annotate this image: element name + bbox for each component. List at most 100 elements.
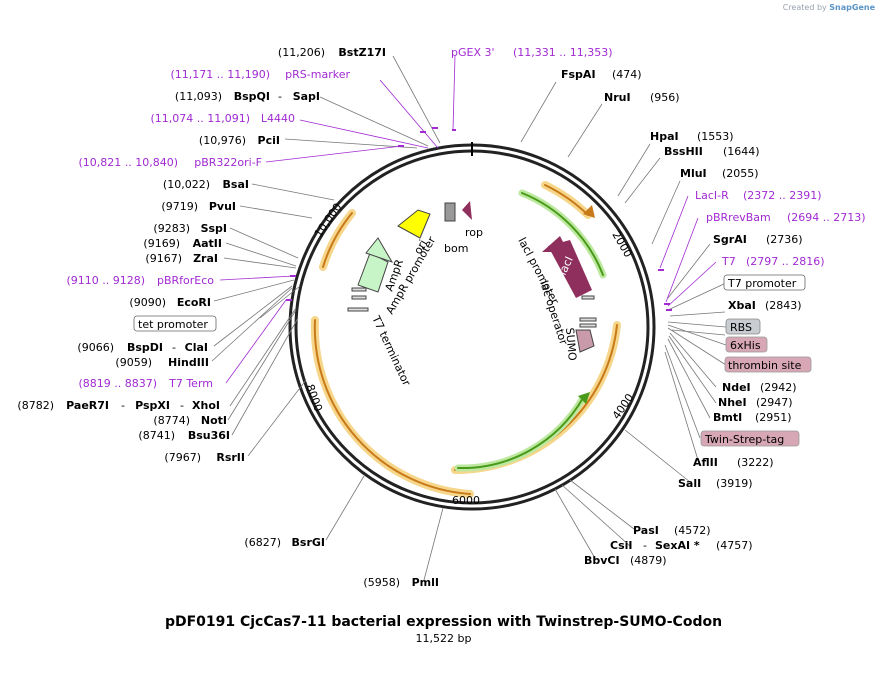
laci-arrowhead	[542, 236, 568, 252]
site-aflii: AflII	[693, 456, 718, 469]
site-bbvci-pos: (4879)	[630, 554, 667, 567]
backbone-outer	[288, 143, 656, 511]
primer-l4440-range: (11,074 .. 11,091)	[150, 112, 250, 125]
primer-t7: T7	[721, 255, 736, 268]
connectors-left	[211, 55, 444, 581]
primer-pbrforeco: pBRforEco	[157, 274, 214, 287]
site-zrai: ZraI	[193, 252, 218, 265]
sumo-label: SUMO	[563, 327, 579, 362]
sumo-arrow	[575, 329, 595, 353]
site-bspdi: BspDI	[127, 341, 163, 354]
feature-box-twin-strep	[700, 430, 800, 447]
site-nrui-pos: (956)	[650, 91, 680, 104]
site-paer7i: PaeR7I	[66, 399, 109, 412]
connectors-right	[520, 81, 726, 561]
site-mlui: MluI	[680, 167, 707, 180]
primer-l4440: L4440	[261, 112, 295, 125]
primer-pbrforeco-range: (9110 .. 9128)	[66, 274, 145, 287]
primer-connectors-left	[219, 55, 456, 384]
site-bsu36i-pos: (8741)	[138, 429, 175, 442]
site-xbai-pos: (2843)	[765, 299, 802, 312]
bom-box	[444, 202, 456, 222]
credit-text: Created by	[782, 3, 827, 12]
bom-label: bom	[444, 242, 468, 255]
site-bbvci: BbvCI	[584, 554, 620, 567]
site-hpai-pos: (1553)	[697, 130, 734, 143]
site-pasi: PasI	[633, 524, 659, 537]
ampr-arrow	[357, 252, 389, 293]
site-rsrii-pos: (7967)	[164, 451, 201, 464]
site-noti-pos: (8774)	[153, 414, 190, 427]
site-sgrai-pos: (2736)	[766, 233, 803, 246]
site-pvui: PvuI	[209, 200, 236, 213]
rop-arrow	[462, 201, 472, 220]
site-pmli-pos: (5958)	[363, 576, 400, 589]
site-zrai-pos: (9167)	[145, 252, 182, 265]
site-nrui: NruI	[604, 91, 631, 104]
site-pvui-pos: (9719)	[161, 200, 198, 213]
site-nhei: NheI	[718, 396, 747, 409]
feature-thrombin-site: thrombin site	[728, 359, 802, 372]
site-mlui-pos: (2055)	[722, 167, 759, 180]
site-aatii-pos: (9169)	[143, 237, 180, 250]
primer-pbr322ori: pBR322ori-F	[194, 156, 262, 169]
site-hindiii-pos: (9059)	[115, 356, 152, 369]
site-bsai: BsaI	[223, 178, 249, 191]
primer-prs-marker: pRS-marker	[285, 68, 350, 81]
site-csii: CsiI	[610, 539, 632, 552]
tick-label-6000: 6000	[452, 494, 480, 507]
left-labels: (11,206) BstZ17I (11,171 .. 11,190) pRS-…	[17, 46, 439, 589]
feature-box-thrombin-site	[724, 356, 812, 373]
site-bspqi: BspQI	[234, 90, 270, 103]
primer-t7term: T7 Term	[168, 377, 213, 390]
site-hpai: HpaI	[650, 130, 679, 143]
site-fspai-pos: (474)	[612, 68, 642, 81]
snapgene-logo: SnapGene	[829, 3, 875, 12]
feature-tet-promoter: tet promoter	[138, 318, 208, 331]
primer-marks	[286, 127, 672, 311]
ori-label: ori	[411, 238, 429, 257]
dash-paer7i: -	[121, 399, 125, 412]
site-bsshii-pos: (1644)	[723, 145, 760, 158]
dash-pspxi: -	[180, 399, 184, 412]
site-ndei-pos: (2942)	[760, 381, 797, 394]
primer-connectors-right	[659, 195, 717, 307]
rop-label: rop	[465, 226, 483, 239]
ori-arrow	[397, 209, 431, 239]
plasmid-title: pDF0191 CjcCas7-11 bacterial expression …	[164, 614, 723, 630]
site-bsu36i: Bsu36I	[188, 429, 230, 442]
site-bstz17i: BstZ17I	[338, 46, 386, 59]
site-bsrgi: BsrGI	[292, 536, 325, 549]
feature-connectors	[664, 282, 727, 439]
small-features	[347, 287, 597, 328]
site-clai: ClaI	[185, 341, 208, 354]
green-arrowhead	[578, 392, 590, 404]
site-xbai: XbaI	[728, 299, 756, 312]
site-bstz17i-pos: (11,206)	[278, 46, 325, 59]
site-pcii-pos: (10,976)	[199, 134, 246, 147]
site-sspi: SspI	[201, 222, 227, 235]
primer-t7term-range: (8819 .. 8837)	[78, 377, 157, 390]
primer-pbr322ori-range: (10,821 .. 10,840)	[78, 156, 178, 169]
primer-t7-range: (2797 .. 2816)	[746, 255, 825, 268]
site-bsai-pos: (10,022)	[163, 178, 210, 191]
site-bspdi-pos: (9066)	[77, 341, 114, 354]
site-pasi-pos: (4572)	[674, 524, 711, 537]
green-tracks	[454, 189, 607, 472]
site-csii-pos: (4757)	[716, 539, 753, 552]
feature-6xhis: 6xHis	[730, 339, 761, 352]
primer-pbrrevbam: pBRrevBam	[706, 211, 771, 224]
feature-box-t7-promoter	[723, 274, 806, 291]
primer-laci-r-range: (2372 .. 2391)	[743, 189, 822, 202]
site-ecori: EcoRI	[177, 296, 211, 309]
site-bmti-pos: (2951)	[755, 411, 792, 424]
feature-rbs: RBS	[730, 321, 752, 334]
site-fspai: FspAI	[561, 68, 596, 81]
site-rsrii: RsrII	[216, 451, 245, 464]
site-aatii: AatII	[193, 237, 222, 250]
site-hindiii: HindIII	[168, 356, 209, 369]
site-noti: NotI	[201, 414, 227, 427]
site-pspxi: PspXI	[135, 399, 170, 412]
site-ndei: NdeI	[722, 381, 751, 394]
